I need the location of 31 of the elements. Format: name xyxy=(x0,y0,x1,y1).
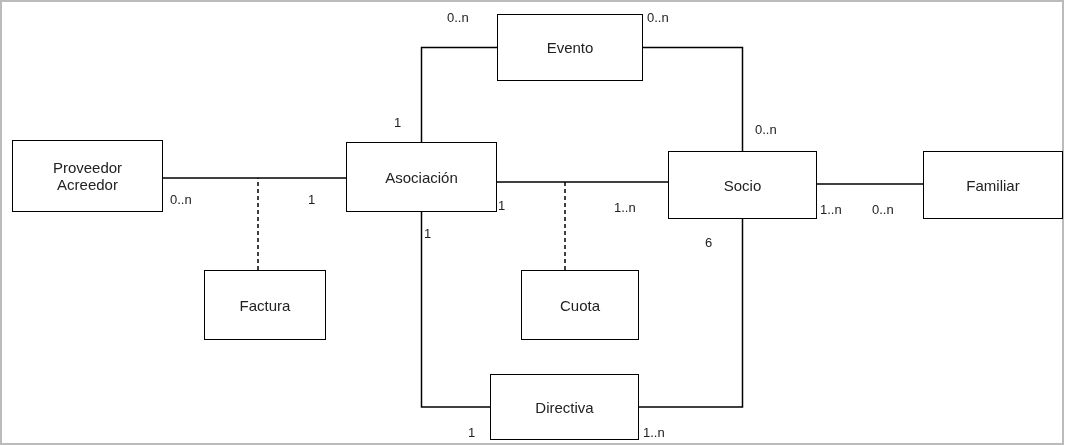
connector-line xyxy=(420,211,491,408)
multiplicity-label: 1 xyxy=(308,192,316,207)
connector-line xyxy=(496,181,669,183)
connector-line xyxy=(816,183,924,185)
multiplicity-label: 1 xyxy=(468,425,476,440)
entity-box: Socio xyxy=(668,151,817,219)
multiplicity-label: 1..n xyxy=(614,200,636,215)
entity-box: Evento xyxy=(497,14,643,81)
connector-line xyxy=(162,177,347,179)
multiplicity-label: 0..n xyxy=(170,192,192,207)
multiplicity-label: 6 xyxy=(705,235,713,250)
entity-box: Familiar xyxy=(923,151,1063,219)
multiplicity-label: 0..n xyxy=(647,10,669,25)
entity-box: Factura xyxy=(204,270,326,340)
multiplicity-label: 0..n xyxy=(872,202,894,217)
multiplicity-label: 1 xyxy=(498,198,506,213)
connector-line xyxy=(642,46,744,152)
multiplicity-label: 0..n xyxy=(447,10,469,25)
multiplicity-label: 1..n xyxy=(820,202,842,217)
entity-box: Directiva xyxy=(490,374,639,440)
multiplicity-label: 1 xyxy=(394,115,402,130)
multiplicity-label: 0..n xyxy=(755,122,777,137)
entity-box: Asociación xyxy=(346,142,497,212)
connector-line xyxy=(420,46,498,143)
connector-line xyxy=(638,218,744,408)
multiplicity-label: 1..n xyxy=(643,425,665,440)
entity-box: Proveedor Acreedor xyxy=(12,140,163,212)
entity-box: Cuota xyxy=(521,270,639,340)
association-class-line xyxy=(564,181,566,271)
multiplicity-label: 1 xyxy=(424,226,432,241)
association-class-line xyxy=(257,177,259,271)
